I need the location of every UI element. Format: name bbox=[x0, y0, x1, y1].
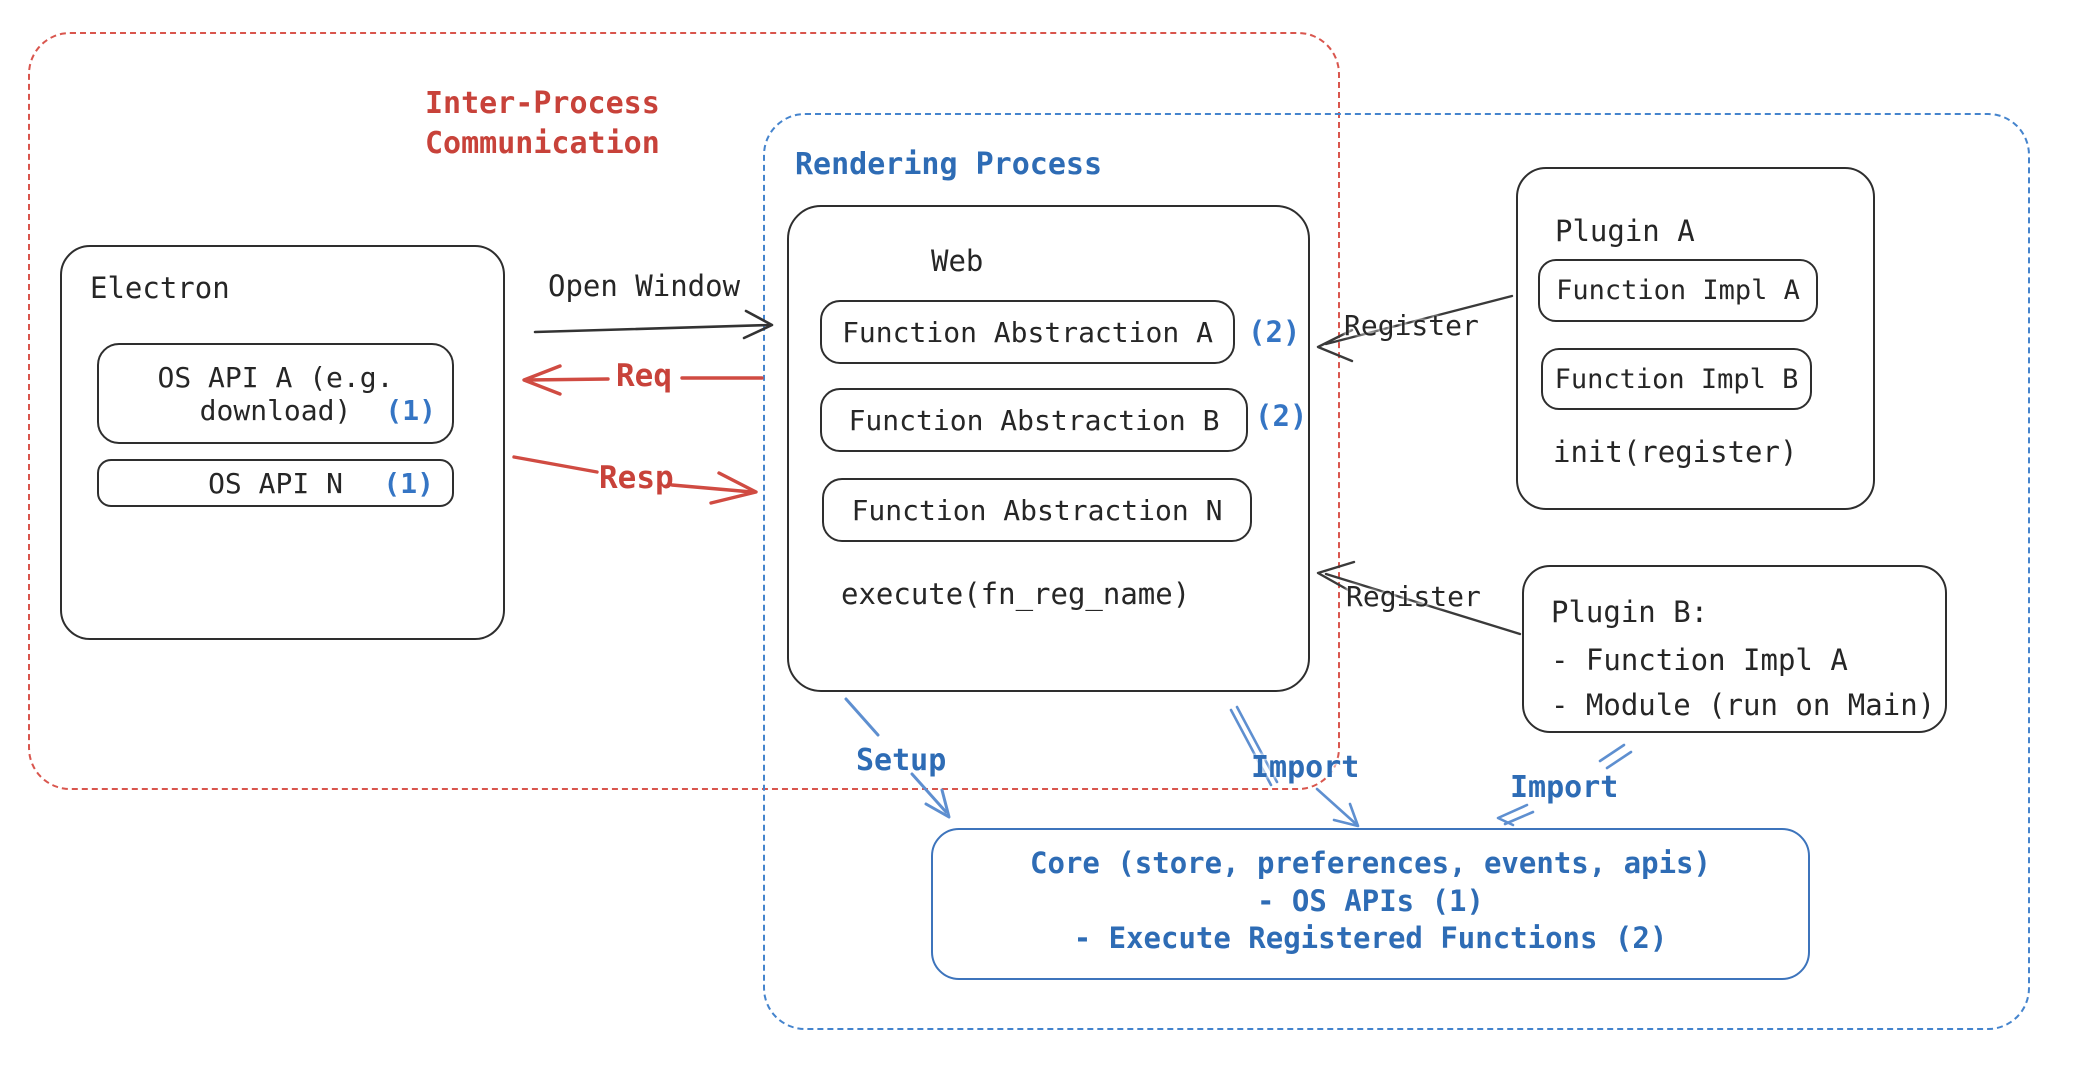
function-abstraction-b-badge: (2) bbox=[1255, 399, 1308, 433]
plugin-b-line-module: - Module (run on Main) bbox=[1551, 688, 1936, 722]
ipc-group-label: Inter-Process Communication bbox=[425, 86, 660, 161]
function-abstraction-a-box: Function Abstraction A bbox=[820, 300, 1235, 364]
plugin-b-line-impl: - Function Impl A bbox=[1551, 643, 1848, 677]
plugin-b-box bbox=[1522, 565, 1947, 733]
function-abstraction-n-box: Function Abstraction N bbox=[822, 478, 1252, 542]
function-impl-a-label: Function Impl A bbox=[1556, 275, 1800, 306]
req-label: Req bbox=[616, 358, 672, 394]
import-plugin-label: Import bbox=[1510, 770, 1619, 805]
os-api-n-label: OS API N bbox=[208, 466, 343, 500]
function-impl-b-label: Function Impl B bbox=[1554, 363, 1799, 395]
function-impl-b-box: Function Impl B bbox=[1541, 348, 1812, 410]
open-window-label: Open Window bbox=[548, 269, 741, 303]
function-impl-a-box: Function Impl A bbox=[1538, 259, 1818, 322]
setup-label: Setup bbox=[856, 743, 947, 778]
rendering-process-label: Rendering Process bbox=[795, 147, 1103, 182]
os-api-n-badge: (1) bbox=[383, 466, 434, 500]
core-line-2: - OS APIs (1) bbox=[1257, 884, 1484, 918]
core-line-1: Core (store, preferences, events, apis) bbox=[1030, 846, 1711, 880]
os-api-a-label-line2: download) bbox=[199, 393, 352, 427]
function-abstraction-n-label: Function Abstraction N bbox=[851, 493, 1223, 527]
plugin-a-box bbox=[1516, 167, 1875, 510]
os-api-a-label-line1: OS API A (e.g. bbox=[157, 360, 394, 394]
plugin-b-line-title: Plugin B: bbox=[1551, 595, 1709, 629]
resp-label: Resp bbox=[599, 460, 674, 496]
import-core-label: Import bbox=[1251, 750, 1360, 785]
function-abstraction-b-box: Function Abstraction B bbox=[820, 388, 1248, 452]
execute-label: execute(fn_reg_name) bbox=[841, 577, 1191, 611]
register-bottom-label: Register bbox=[1346, 580, 1481, 613]
core-box bbox=[931, 828, 1810, 980]
register-top-label: Register bbox=[1344, 309, 1479, 342]
rendering-process-group-box bbox=[763, 113, 2030, 1030]
plugin-a-title: Plugin A bbox=[1555, 214, 1695, 248]
core-line-3: - Execute Registered Functions (2) bbox=[1073, 921, 1668, 955]
os-api-a-badge: (1) bbox=[385, 393, 436, 427]
function-abstraction-a-badge: (2) bbox=[1248, 315, 1301, 349]
function-abstraction-b-label: Function Abstraction B bbox=[848, 403, 1220, 437]
os-api-a-box: OS API A (e.g. download) (1) bbox=[97, 343, 454, 444]
function-abstraction-a-label: Function Abstraction A bbox=[842, 315, 1213, 349]
ipc-group-box bbox=[28, 32, 1340, 790]
os-api-n-box: OS API N (1) bbox=[97, 459, 454, 507]
electron-title: Electron bbox=[90, 271, 230, 305]
init-register-label: init(register) bbox=[1553, 435, 1798, 469]
web-title: Web bbox=[931, 244, 984, 278]
